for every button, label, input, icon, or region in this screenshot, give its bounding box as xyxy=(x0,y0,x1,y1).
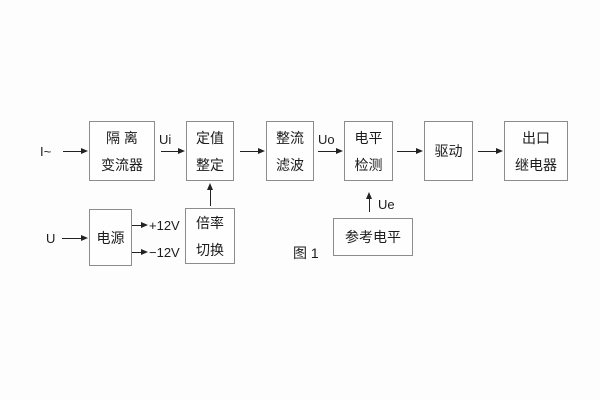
node-label: 隔 离 xyxy=(106,129,138,146)
node-label: 参考电平 xyxy=(345,229,401,245)
node-label: 滤波 xyxy=(276,156,304,173)
node-label: 驱动 xyxy=(434,143,463,159)
arrow-reference-ue-icon xyxy=(366,192,372,212)
arrow-plus12v-icon xyxy=(132,222,148,228)
rail-plus12v-label: +12V xyxy=(149,218,180,233)
node-level-detector: 电平 检测 xyxy=(344,121,393,181)
node-label: 整定 xyxy=(196,156,224,173)
figure-caption: 图 1 xyxy=(293,245,319,261)
signal-uo-label: Uo xyxy=(318,132,335,147)
node-isolation-transformer: 隔 离 变流器 xyxy=(89,121,155,181)
node-label: 检测 xyxy=(354,156,383,173)
node-label: 整流 xyxy=(276,129,304,146)
node-label: 电平 xyxy=(354,129,383,146)
node-setting-adjust: 定值 整定 xyxy=(186,121,234,181)
node-label: 出口 xyxy=(522,129,550,146)
rail-minus12v-label: −12V xyxy=(149,245,180,260)
node-power-supply: 电源 xyxy=(89,209,132,266)
arrow-setting-rectify-icon xyxy=(240,148,265,154)
arrow-uo-icon xyxy=(318,148,343,154)
arrow-level-drive-icon xyxy=(397,148,423,154)
input-current-label: I~ xyxy=(40,144,52,159)
signal-ue-label: Ue xyxy=(378,197,395,212)
node-label: 电源 xyxy=(96,229,125,246)
arrow-ui-icon xyxy=(161,148,185,154)
node-output-relay: 出口 继电器 xyxy=(504,121,568,181)
node-driver: 驱动 xyxy=(424,121,473,181)
arrow-voltage-input-icon xyxy=(62,235,88,241)
node-label: 继电器 xyxy=(515,156,557,173)
arrow-ratio-to-setting-icon xyxy=(207,183,213,206)
node-ratio-switch: 倍率 切换 xyxy=(185,208,235,264)
node-label: 切换 xyxy=(196,241,224,258)
node-label: 倍率 xyxy=(196,214,224,231)
node-rectifier-filter: 整流 滤波 xyxy=(266,121,314,181)
arrow-drive-output-icon xyxy=(478,148,503,154)
node-label: 定值 xyxy=(196,129,224,146)
node-reference-level: 参考电平 xyxy=(333,218,413,256)
signal-ui-label: Ui xyxy=(159,132,172,147)
node-label: 变流器 xyxy=(101,156,143,173)
arrow-current-input-icon xyxy=(63,148,88,154)
input-voltage-label: U xyxy=(46,231,56,246)
arrow-minus12v-icon xyxy=(132,249,148,255)
